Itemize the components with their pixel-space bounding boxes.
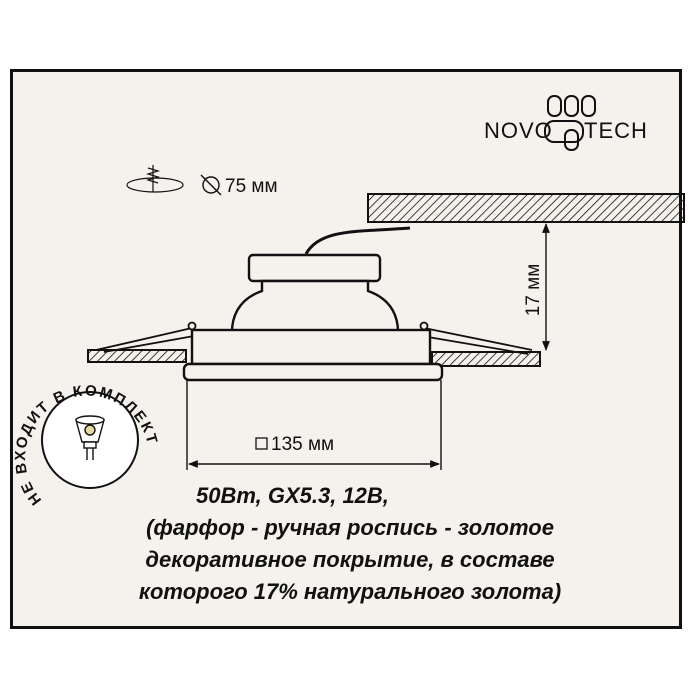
square-icon bbox=[255, 437, 268, 450]
cutout-symbol-icon bbox=[126, 165, 184, 193]
width-dimension-label: 135 мм bbox=[271, 434, 334, 455]
description-line-1: (фарфор - ручная роспись - золотое bbox=[146, 515, 554, 540]
fixture-body bbox=[182, 253, 444, 382]
logo-text-left: NOVO bbox=[484, 118, 553, 143]
spring-clip-left bbox=[95, 321, 197, 353]
lamp-wire bbox=[304, 226, 411, 255]
spec-line: 50Вт, GX5.3, 12В, bbox=[196, 483, 389, 508]
mr16-lamp-icon bbox=[75, 415, 105, 460]
ceiling-slab bbox=[367, 193, 685, 223]
spring-clip-right bbox=[419, 321, 533, 355]
ceiling-board-right bbox=[431, 351, 541, 367]
novotech-logo: NOVO TECH bbox=[484, 95, 648, 151]
cutout-diameter-label: 75 мм bbox=[225, 176, 278, 197]
description-line-3: которого 17% натурального золота) bbox=[138, 579, 562, 604]
description-line-2: декоративное покрытие, в составе bbox=[145, 547, 555, 572]
width-dimension bbox=[186, 380, 442, 470]
diameter-icon bbox=[200, 174, 222, 196]
logo-text-right: TECH bbox=[584, 118, 648, 143]
ceiling-board-left bbox=[87, 349, 187, 363]
lamp-not-included-badge: НЕ ВХОДИТ В КОМПЛЕКТ bbox=[12, 382, 159, 508]
height-dimension-label: 17 мм bbox=[523, 264, 544, 317]
